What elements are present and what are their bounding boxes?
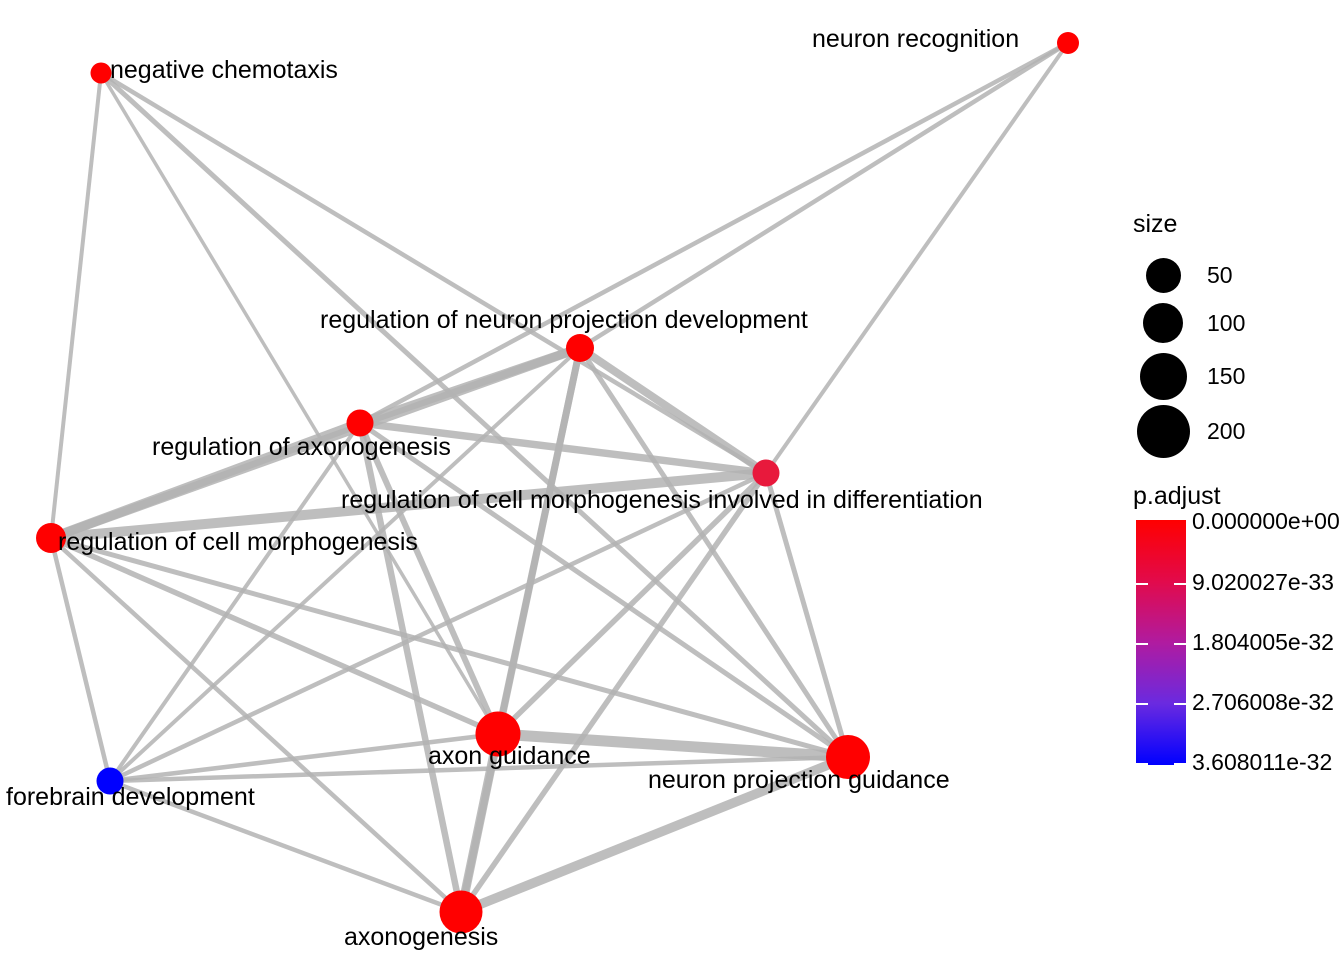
network-edge xyxy=(109,731,499,784)
size-legend-item: 200 xyxy=(1133,401,1245,462)
network-edge xyxy=(496,471,768,736)
colorbar-tick-right xyxy=(1174,643,1186,645)
network-node-reg_axonogenesis[interactable] xyxy=(346,409,374,437)
size-legend-dot-wrap xyxy=(1133,404,1193,458)
size-legend-item: 150 xyxy=(1133,349,1245,404)
network-node-negative_chemotaxis[interactable] xyxy=(90,62,112,84)
node-label: regulation of cell morphogenesis involve… xyxy=(341,486,983,514)
network-edge xyxy=(99,71,850,759)
size-legend-dot xyxy=(1139,352,1187,400)
network-node-axon_guidance[interactable] xyxy=(475,711,521,757)
network-node-reg_neuron_proj_dev[interactable] xyxy=(566,334,594,362)
network-node-axonogenesis[interactable] xyxy=(439,890,483,934)
network-edge xyxy=(358,420,850,760)
size-legend-dot xyxy=(1145,257,1181,293)
node-label: negative chemotaxis xyxy=(110,56,338,84)
size-legend-dot xyxy=(1136,404,1190,458)
node-label: axon guidance xyxy=(428,742,591,770)
node-label: regulation of neuron projection developm… xyxy=(320,306,808,334)
network-edge xyxy=(99,72,500,735)
network-node-reg_cell_morph_diff[interactable] xyxy=(752,459,780,487)
size-legend-item: 100 xyxy=(1133,299,1245,347)
network-edge xyxy=(764,41,1070,475)
network-edge xyxy=(49,536,463,914)
node-label: axonogenesis xyxy=(344,923,499,951)
colorbar-tick-label: 1.804005e-32 xyxy=(1192,629,1334,655)
size-legend-label: 100 xyxy=(1207,309,1246,336)
node-label: regulation of cell morphogenesis xyxy=(58,528,418,556)
network-edge xyxy=(109,778,462,915)
node-label: neuron recognition xyxy=(812,25,1020,53)
node-label: neuron projection guidance xyxy=(648,766,950,794)
size-legend-label: 50 xyxy=(1207,261,1233,288)
colorbar-tick-label: 3.608011e-32 xyxy=(1192,749,1333,775)
network-edge xyxy=(763,472,851,758)
padjust-legend-title: p.adjust xyxy=(1133,482,1221,510)
colorbar-tick-left xyxy=(1136,583,1148,585)
network-node-reg_cell_morphogenesis[interactable] xyxy=(36,523,66,553)
colorbar-tick-left xyxy=(1136,703,1148,705)
colorbar-tick-right xyxy=(1174,703,1186,705)
network-edge xyxy=(49,535,500,737)
edge-layer xyxy=(48,41,1070,917)
colorbar-tick-right xyxy=(1174,763,1186,765)
network-edge xyxy=(108,346,582,783)
size-legend-title: size xyxy=(1133,210,1178,238)
colorbar-tick-label: 0.000000e+00 xyxy=(1192,508,1340,534)
size-legend-dot xyxy=(1143,303,1183,343)
colorbar-tick-label: 2.706008e-32 xyxy=(1192,689,1334,715)
network-edge xyxy=(49,418,362,543)
network-edge xyxy=(456,733,503,913)
network-edge xyxy=(358,41,1070,425)
network-edge xyxy=(108,421,362,783)
size-legend-dot-wrap xyxy=(1133,303,1193,343)
size-legend-label: 200 xyxy=(1207,417,1246,444)
colorbar-tick-right xyxy=(1174,583,1186,585)
colorbar-tick-left xyxy=(1136,643,1148,645)
network-edge xyxy=(109,470,767,784)
network-edge xyxy=(50,468,767,543)
colorbar-tick-label: 9.020027e-33 xyxy=(1192,569,1334,595)
network-edge xyxy=(497,728,849,763)
network-edge xyxy=(99,71,768,475)
size-legend-dot-wrap xyxy=(1133,257,1193,293)
network-edge xyxy=(50,535,849,760)
size-legend-dot-wrap xyxy=(1133,352,1193,400)
network-edge xyxy=(359,419,767,477)
network-edge xyxy=(577,344,769,477)
network-edge xyxy=(357,421,501,736)
node-layer xyxy=(36,32,1079,934)
network-node-neuron_recognition[interactable] xyxy=(1057,32,1079,54)
network-edge xyxy=(48,537,113,782)
colorbar-tick-left xyxy=(1136,763,1148,765)
node-label: regulation of axonogenesis xyxy=(152,433,451,461)
network-edge xyxy=(109,754,849,784)
size-legend-label: 150 xyxy=(1207,362,1246,389)
network-edge xyxy=(578,41,1070,350)
network-edge xyxy=(49,72,103,539)
network-node-neuron_projection_guidance[interactable] xyxy=(826,735,870,779)
padjust-colorbar xyxy=(1136,520,1186,765)
node-label: forebrain development xyxy=(6,783,255,811)
size-legend-item: 50 xyxy=(1133,254,1233,297)
network-edge xyxy=(459,752,850,917)
network-node-forebrain_development[interactable] xyxy=(96,767,124,795)
